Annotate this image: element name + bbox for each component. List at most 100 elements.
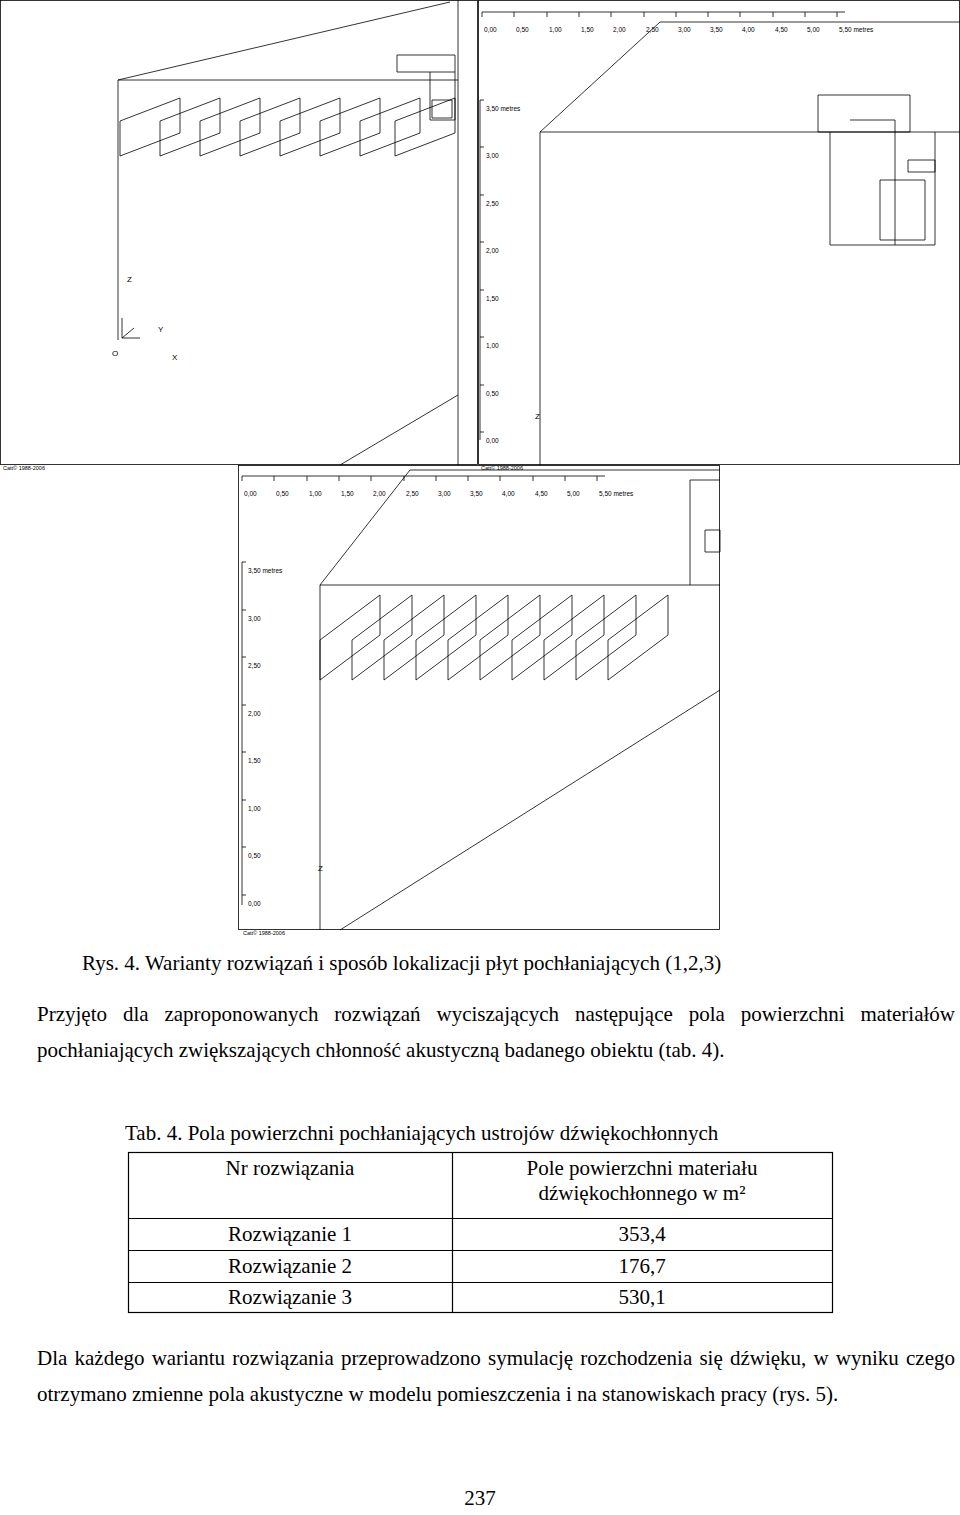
room-edge	[540, 22, 960, 465]
ruler-tick-label: 0,50	[276, 490, 289, 497]
ruler-tick-label-holder: 1,50	[486, 287, 499, 305]
ruler-tick-label: 3,00	[678, 26, 691, 33]
ruler-tick-label: 4,00	[502, 490, 515, 497]
table-cell: 530,1	[452, 1285, 832, 1310]
ruler-tick-label-holder: 0,50	[516, 18, 529, 36]
ruler-tick-label-holder: 4,50	[535, 482, 548, 500]
ruler-tick-label: 5,00	[567, 490, 580, 497]
axis-letter: Z	[127, 275, 132, 284]
axis-letter-holder: Z	[535, 405, 540, 423]
body-paragraph-holder: Przyjęto dla zaproponowanych rozwiązań w…	[37, 996, 955, 1068]
watermark-holder: Catt© 1988-2006	[243, 921, 285, 939]
ruler-tick-label-holder: 0,50	[248, 844, 261, 862]
table-rule	[128, 1152, 832, 1312]
ruler-tick-label: 4,00	[742, 26, 755, 33]
ruler-tick-label: 2,50	[248, 662, 261, 669]
ruler-tick-label: 3,50	[710, 26, 723, 33]
body-paragraph-holder: Dla każdego wariantu rozwiązania przepro…	[37, 1340, 955, 1412]
ruler-tick-label: 3,50 metres	[486, 105, 520, 112]
table-cell-holder: Nr rozwiązania	[128, 1156, 452, 1181]
ruler-tick-label: 1,00	[309, 490, 322, 497]
ruler-tick-label-holder: 3,00	[248, 607, 261, 625]
ruler-tick-label: 0,00	[486, 437, 499, 444]
ruler-tick-label-holder: 3,00	[486, 144, 499, 162]
watermark-holder: Catt© 1988-2006	[481, 456, 523, 474]
table-cell-holder: 176,7	[452, 1254, 832, 1279]
ruler-tick-label: 2,50	[646, 26, 659, 33]
axis-letter-holder: Y	[158, 318, 163, 336]
ruler-tick-label: 5,50 metres	[599, 490, 633, 497]
ruler-tick-label-holder: 3,50	[470, 482, 483, 500]
panel-frame	[479, 1, 960, 465]
machine-outline	[690, 480, 720, 585]
ruler-tick-label-holder: 4,50	[775, 18, 788, 36]
ruler-tick-label-holder: 0,00	[486, 429, 499, 447]
ruler-tick-label: 0,50	[248, 852, 261, 859]
ruler-tick-label-holder: 5,50 metres	[839, 18, 873, 36]
ruler-tick-label-holder: 1,50	[248, 749, 261, 767]
ruler-tick-label: 1,50	[248, 757, 261, 764]
ruler-tick-label-holder: 4,00	[502, 482, 515, 500]
ruler-tick-label-holder: 5,00	[807, 18, 820, 36]
ruler-tick-label-holder: 1,00	[309, 482, 322, 500]
ruler-tick-label-holder: 0,00	[248, 892, 261, 910]
ruler	[480, 100, 484, 440]
ruler	[482, 12, 845, 17]
ruler-tick-label-holder: 2,00	[248, 702, 261, 720]
table-cell-holder: Rozwiązanie 2	[128, 1254, 452, 1279]
ruler-tick-label: 0,50	[486, 390, 499, 397]
axis-letter-holder: Z	[127, 268, 132, 286]
table-cell: Pole powierzchni materiału dźwiękochłonn…	[452, 1156, 832, 1206]
table-cell-holder: Rozwiązanie 3	[128, 1285, 452, 1310]
ruler-tick-label-holder: 0,50	[276, 482, 289, 500]
ruler-tick-label-holder: 2,00	[486, 239, 499, 257]
ruler-tick-label: 4,50	[535, 490, 548, 497]
ruler-tick-label: 2,00	[248, 710, 261, 717]
ruler-tick-label-holder: 0,00	[244, 482, 257, 500]
ruler-tick-label: 2,00	[486, 247, 499, 254]
axis-letter-holder: X	[172, 346, 177, 364]
body-paragraph: Dla każdego wariantu rozwiązania przepro…	[37, 1340, 955, 1412]
table-title: Tab. 4. Pola powierzchni pochłaniających…	[125, 1121, 718, 1145]
ruler-tick-label-holder: 1,00	[248, 797, 261, 815]
table-cell: Rozwiązanie 1	[128, 1222, 452, 1247]
ruler-tick-label: 1,00	[549, 26, 562, 33]
axis-letter: X	[172, 353, 177, 362]
ruler-tick-label-holder: 1,00	[486, 334, 499, 352]
ruler-tick-label: 1,00	[486, 342, 499, 349]
ruler-tick-label: 1,50	[581, 26, 594, 33]
ruler-tick-label: 0,50	[516, 26, 529, 33]
caption-holder: Rys. 4. Warianty rozwiązań i sposób loka…	[82, 950, 721, 976]
ruler-tick-label: 2,50	[486, 200, 499, 207]
ruler-tick-label: 3,50	[470, 490, 483, 497]
ruler-tick-label-holder: 5,50 metres	[599, 482, 633, 500]
ruler-tick-label: 3,50 metres	[248, 567, 282, 574]
watermark: Catt© 1988-2006	[481, 465, 523, 471]
axis-letter: Z	[318, 864, 323, 873]
ruler-tick-label: 5,50 metres	[839, 26, 873, 33]
ruler-tick-label: 1,00	[248, 805, 261, 812]
table-cell: Rozwiązanie 3	[128, 1285, 452, 1310]
ruler-tick-label: 0,00	[248, 900, 261, 907]
ruler-tick-label: 4,50	[775, 26, 788, 33]
table-title-holder: Tab. 4. Pola powierzchni pochłaniających…	[125, 1120, 718, 1146]
ruler-tick-label: 0,00	[244, 490, 257, 497]
ruler-tick-label: 2,50	[406, 490, 419, 497]
ruler-tick-label-holder: 5,00	[567, 482, 580, 500]
ruler-tick-label-holder: 3,00	[438, 482, 451, 500]
ruler-tick-label: 3,00	[438, 490, 451, 497]
axis-letter-holder: O	[112, 342, 118, 360]
axis-letter: Z	[535, 412, 540, 421]
ruler-tick-label: 1,50	[486, 295, 499, 302]
ruler	[242, 476, 605, 481]
table-cell: 176,7	[452, 1254, 832, 1279]
ruler-tick-label-holder: 3,50	[710, 18, 723, 36]
ruler-tick-label-holder: 2,00	[373, 482, 386, 500]
watermark: Catt© 1988-2006	[3, 465, 45, 471]
ruler-tick-label-holder: 3,00	[678, 18, 691, 36]
ruler-tick-label-holder: 2,50	[486, 192, 499, 210]
table-cell-holder: 530,1	[452, 1285, 832, 1310]
room-edge	[320, 470, 720, 930]
ruler	[242, 562, 246, 905]
table-cell-holder: 237	[430, 1486, 530, 1511]
